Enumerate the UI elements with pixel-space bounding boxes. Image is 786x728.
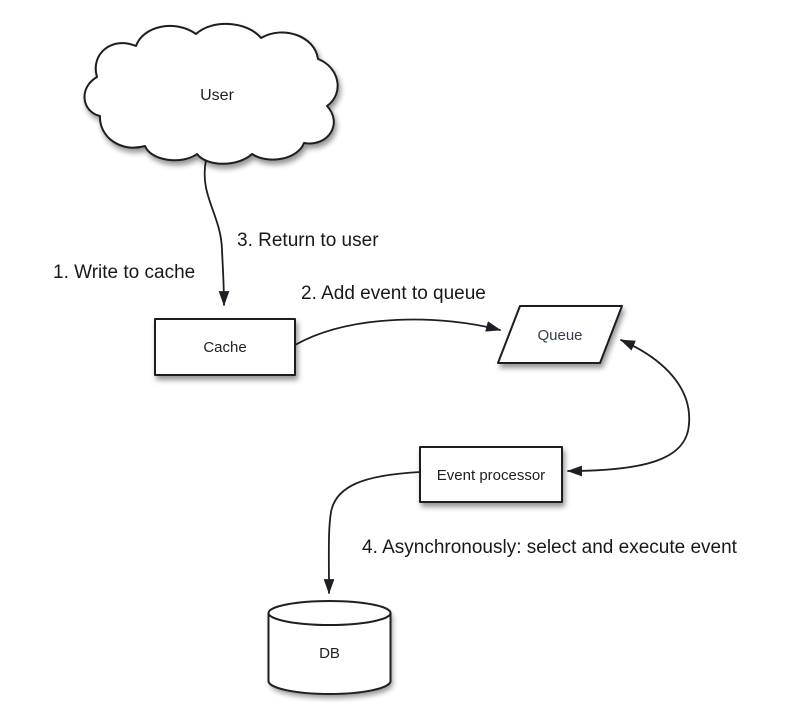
annotation-step1-write-to-cache: 1. Write to cache [53, 262, 195, 283]
event-processor-box-label: Event processor [437, 467, 545, 484]
edge-user-to-cache-arrow [203, 159, 230, 307]
annotation-step4-asynchronously-select-execute: 4. Asynchronously: select and execute ev… [362, 537, 738, 558]
db-cylinder-top-ellipse [267, 600, 392, 626]
edge-processor-queue-arc-top-arrow [620, 339, 691, 425]
db-cylinder-sides [267, 613, 392, 695]
annotation-step2-add-event-to-queue: 2. Add event to queue [301, 283, 486, 304]
user-cloud-label: User [200, 87, 234, 104]
annotation-step3-return-to-user: 3. Return to user [237, 230, 379, 251]
annotation-group: 1. Write to cache 2. Add event to queue … [53, 230, 738, 558]
db-cylinder-label: DB [319, 645, 340, 662]
event-processor-box-shape [419, 446, 563, 503]
queue-parallelogram-label: Queue [537, 327, 582, 344]
edge-cache-to-queue-arrow [294, 318, 502, 346]
edge-group [203, 159, 691, 595]
edge-queue-processor-arc-bottom-arrow [566, 423, 690, 477]
node-group: User Cache Queue Event processor DB [83, 22, 623, 695]
user-cloud-shape [83, 22, 339, 165]
cache-box-shape [154, 318, 296, 376]
edge-processor-to-db-arrow [323, 471, 421, 595]
cache-box-label: Cache [203, 339, 246, 356]
queue-parallelogram-shape [497, 305, 623, 364]
